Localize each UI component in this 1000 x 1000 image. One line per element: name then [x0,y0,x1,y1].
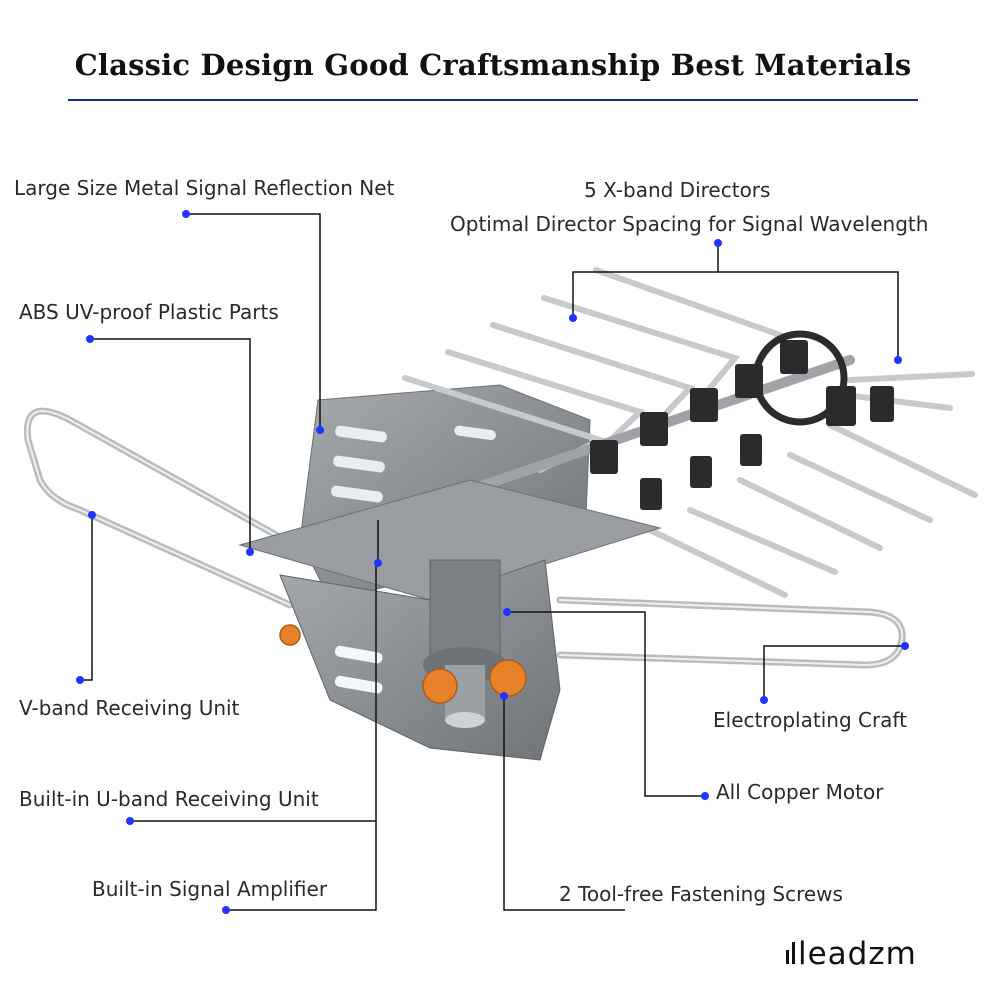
label-copper-motor: All Copper Motor [716,780,884,804]
brand-logo: leadzm [786,936,917,972]
label-amplifier: Built-in Signal Amplifier [92,877,328,901]
label-v-band: V-band Receiving Unit [19,696,240,720]
label-electroplating: Electroplating Craft [713,708,907,732]
brand-logo-text: leadzm [798,936,917,972]
v-band-loop [23,407,294,609]
electroplating-loop [556,596,906,669]
label-screws: 2 Tool-free Fastening Screws [559,882,843,906]
net-slots [331,425,496,503]
label-directors-line1: 5 X-band Directors [584,178,771,202]
label-u-band: Built-in U-band Receiving Unit [19,787,319,811]
label-directors-line2: Optimal Director Spacing for Signal Wave… [450,212,929,236]
title-underline [68,99,918,101]
leadzm-logo-bars [786,936,798,972]
label-plastic-parts: ABS UV-proof Plastic Parts [19,300,279,324]
page-title: Classic Design Good Craftsmanship Best M… [74,48,912,82]
copper-motor [423,559,507,728]
label-reflection-net: Large Size Metal Signal Reflection Net [14,176,395,200]
